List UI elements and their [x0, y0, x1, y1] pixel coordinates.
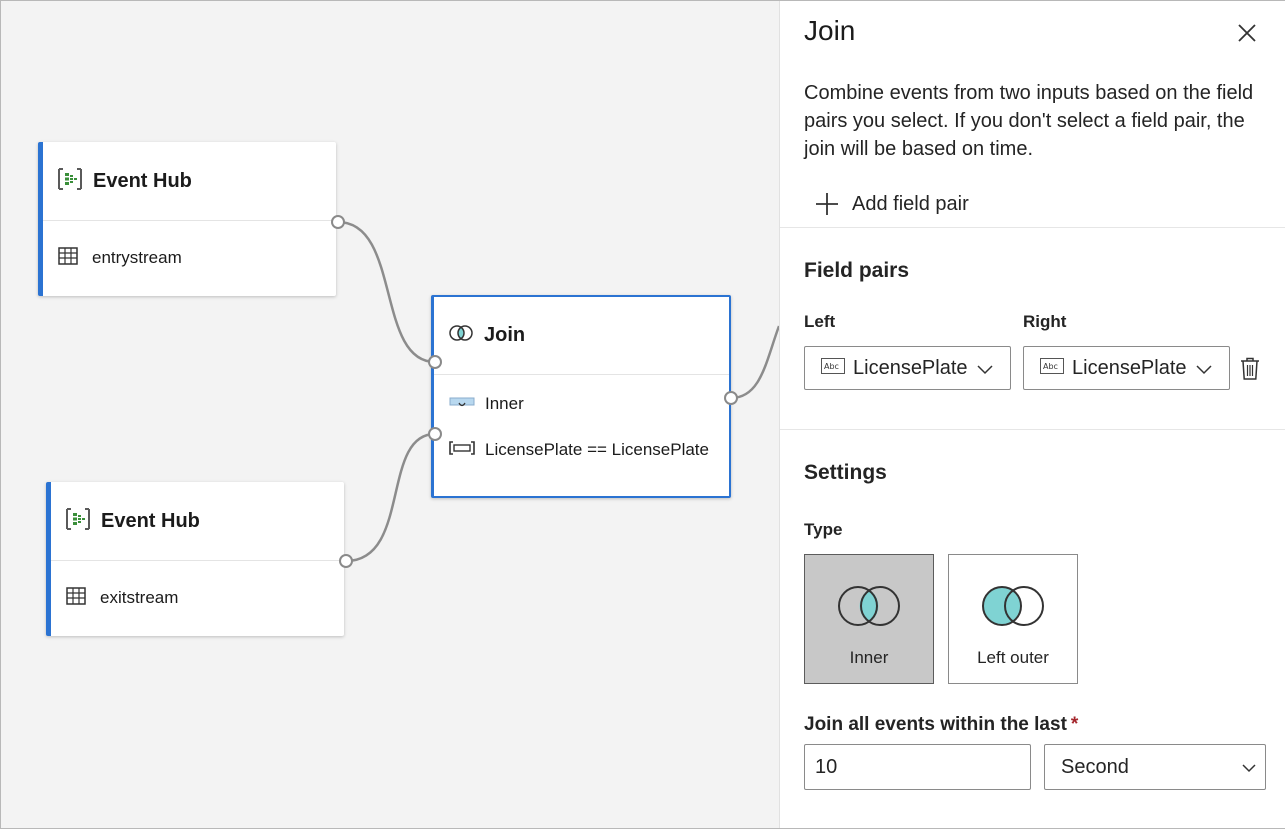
join-type-text: Inner — [485, 394, 524, 413]
required-marker: * — [1070, 714, 1079, 735]
node-stream-row: exitstream — [51, 561, 344, 635]
right-field-dropdown[interactable]: Abc LicensePlate — [1023, 346, 1230, 390]
node-title: Join — [484, 324, 526, 346]
event-hub-node-exit[interactable]: Event Hub exitstream — [46, 482, 344, 636]
stream-name: exitstream — [100, 588, 179, 607]
settings-heading: Settings — [804, 461, 887, 484]
add-field-pair-button[interactable]: Add field pair — [814, 191, 969, 217]
wire-entry-to-join — [337, 220, 436, 364]
wire-exit-to-join — [345, 432, 436, 563]
event-hub-icon — [65, 507, 91, 536]
wire-join-to-output — [730, 325, 779, 400]
table-icon — [58, 246, 78, 270]
panel-title: Join — [804, 15, 856, 46]
right-field-value: LicensePlate — [1072, 356, 1187, 379]
svg-text:Abc: Abc — [1043, 362, 1058, 371]
trash-icon — [1241, 357, 1259, 380]
chevron-down-icon — [1242, 764, 1256, 773]
text-type-icon: Abc — [1040, 357, 1064, 379]
node-header: Event Hub — [43, 142, 336, 221]
inner-join-venn-icon — [838, 586, 900, 626]
connection-lines — [337, 220, 779, 563]
join-venn-icon — [448, 324, 474, 347]
plus-icon — [816, 193, 838, 215]
left-outer-option-label: Left outer — [977, 648, 1049, 667]
left-field-label: Left — [804, 312, 836, 331]
join-type-row: Inner — [434, 381, 729, 427]
add-field-pair-label: Add field pair — [852, 192, 969, 215]
output-port-exit[interactable] — [339, 554, 353, 568]
left-outer-join-venn-icon — [982, 586, 1044, 626]
diagram-canvas: Event Hub entrystream Event Hub — [1, 1, 779, 828]
join-type-icon — [449, 394, 475, 414]
join-settings-panel: Join Combine events from two inputs base… — [779, 1, 1285, 828]
left-field-dropdown[interactable]: Abc LicensePlate — [804, 346, 1011, 390]
time-window-value-input[interactable] — [804, 744, 1031, 790]
join-type-inner-option[interactable]: Inner — [804, 554, 934, 684]
table-icon — [66, 586, 86, 610]
svg-text:Abc: Abc — [824, 362, 839, 371]
node-title: Event Hub — [101, 509, 200, 532]
node-header: Event Hub — [51, 482, 344, 561]
chevron-down-icon — [977, 365, 993, 375]
time-window-label: Join all events within the last* — [804, 714, 1079, 735]
event-hub-node-entry[interactable]: Event Hub entrystream — [38, 142, 336, 296]
node-header: Join — [434, 297, 729, 375]
output-port-join[interactable] — [724, 391, 738, 405]
type-label: Type — [804, 520, 843, 539]
divider — [780, 227, 1285, 228]
field-pair-icon — [449, 440, 475, 461]
panel-description: Combine events from two inputs based on … — [804, 82, 1254, 160]
node-stream-row: entrystream — [43, 221, 336, 295]
close-icon — [1238, 24, 1256, 42]
input-port-right[interactable] — [428, 427, 442, 441]
time-unit-dropdown[interactable]: Second — [1044, 744, 1266, 790]
join-node[interactable]: Join Inner LicensePlate == LicensePlate — [431, 295, 731, 498]
join-condition-text: LicensePlate == LicensePlate — [485, 440, 709, 459]
right-field-label: Right — [1023, 312, 1067, 331]
inner-option-label: Inner — [849, 648, 889, 667]
stream-name: entrystream — [92, 248, 182, 267]
text-type-icon: Abc — [821, 357, 845, 379]
join-type-left-outer-option[interactable]: Left outer — [948, 554, 1078, 684]
output-port-entry[interactable] — [331, 215, 345, 229]
event-hub-icon — [57, 167, 83, 196]
left-field-value: LicensePlate — [853, 356, 968, 379]
divider — [780, 429, 1285, 430]
close-button[interactable] — [1235, 21, 1259, 45]
delete-field-pair-button[interactable] — [1240, 357, 1260, 386]
chevron-down-icon — [1196, 365, 1212, 375]
node-title: Event Hub — [93, 169, 192, 192]
field-pairs-heading: Field pairs — [804, 259, 910, 282]
time-unit-value: Second — [1061, 755, 1129, 778]
join-condition-row: LicensePlate == LicensePlate — [434, 427, 729, 473]
input-port-left[interactable] — [428, 355, 442, 369]
